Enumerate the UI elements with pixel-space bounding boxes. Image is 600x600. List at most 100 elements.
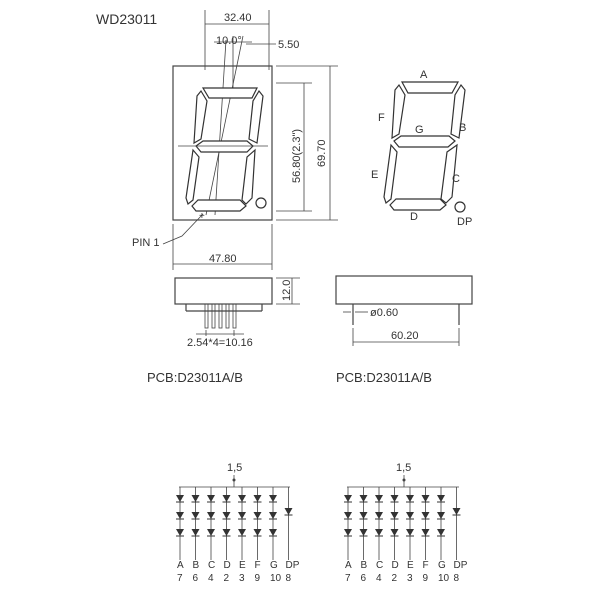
dim-angle: 10.0° bbox=[216, 35, 242, 47]
front-seg-a bbox=[201, 87, 258, 99]
left-pin-label: 8 bbox=[286, 573, 292, 584]
right-led-column-b bbox=[359, 487, 368, 560]
right-segment-label: C bbox=[376, 560, 383, 571]
left-segment-label: F bbox=[255, 560, 261, 571]
common-pins-right: 1,5 bbox=[396, 462, 411, 474]
seg-label-g: G bbox=[415, 124, 424, 136]
left-pin-label: 4 bbox=[208, 573, 214, 584]
right-led-column-g bbox=[437, 487, 445, 560]
end-body-outline bbox=[335, 275, 473, 305]
right-segment-label: B bbox=[361, 560, 368, 571]
left-segment-label: C bbox=[208, 560, 215, 571]
left-segment-label: A bbox=[177, 560, 184, 571]
led-diode-icon bbox=[421, 495, 430, 502]
right-pin-label: 2 bbox=[392, 573, 398, 584]
left-led-column-c bbox=[207, 487, 215, 560]
segment-view: A B C D E F G DP bbox=[371, 69, 472, 228]
led-diode-icon bbox=[269, 529, 277, 536]
side-view: 2.54*4=10.16 12.0 bbox=[174, 277, 300, 349]
front-seg-dp bbox=[255, 197, 267, 209]
pin1-label: PIN 1 bbox=[132, 237, 160, 249]
seg-dp bbox=[454, 201, 466, 213]
dim-top-width: 32.40 bbox=[224, 12, 252, 24]
dim-pin-diameter: ø0.60 bbox=[370, 307, 398, 319]
led-diode-icon bbox=[437, 512, 445, 519]
left-segment-label: E bbox=[239, 560, 246, 571]
side-body-outline bbox=[174, 277, 273, 305]
right-segment-label: E bbox=[407, 560, 414, 571]
dim-pitch: 2.54*4=10.16 bbox=[187, 337, 253, 349]
left-led-column-a bbox=[176, 487, 184, 560]
right-pin-label: 3 bbox=[407, 573, 413, 584]
led-diode-icon bbox=[222, 512, 231, 519]
seg-d bbox=[389, 198, 447, 211]
led-diode-icon bbox=[344, 529, 352, 536]
seg-label-dp: DP bbox=[457, 216, 472, 228]
seg-label-a: A bbox=[420, 69, 428, 81]
led-diode-icon bbox=[359, 495, 368, 502]
led-diode-icon bbox=[375, 512, 383, 519]
circuit-diagram-left: 1,5 bbox=[176, 462, 293, 560]
pin1-marker: + bbox=[199, 211, 205, 222]
left-led-column-b bbox=[191, 487, 200, 560]
right-pin-label: 4 bbox=[376, 573, 382, 584]
led-diode-icon bbox=[253, 512, 262, 519]
led-diode-icon bbox=[390, 512, 399, 519]
dim-pin-span: 60.20 bbox=[391, 330, 419, 342]
led-diode-icon bbox=[176, 529, 184, 536]
right-led-column-dp bbox=[452, 487, 461, 560]
right-led-column-c bbox=[375, 487, 383, 560]
right-pin-label: 9 bbox=[423, 573, 429, 584]
led-diode-icon bbox=[406, 512, 414, 519]
led-diode-icon bbox=[421, 512, 430, 519]
led-diode-icon bbox=[359, 512, 368, 519]
left-segment-label: D bbox=[224, 560, 231, 571]
front-digit bbox=[178, 87, 268, 212]
led-diode-icon bbox=[421, 529, 430, 536]
front-view: 32.40 10.0° 5.50 56.80(2.3") 69.70 bbox=[132, 10, 338, 270]
led-diode-icon bbox=[207, 512, 215, 519]
led-diode-icon bbox=[437, 495, 445, 502]
led-diode-icon bbox=[406, 495, 414, 502]
led-diode-icon bbox=[269, 512, 277, 519]
dim-bottom-width: 47.80 bbox=[209, 253, 237, 265]
right-led-column-a bbox=[344, 487, 352, 560]
led-diode-icon bbox=[452, 508, 461, 515]
led-diode-icon bbox=[207, 495, 215, 502]
led-diode-icon bbox=[222, 529, 231, 536]
seg-f bbox=[391, 83, 406, 140]
left-led-column-d bbox=[222, 487, 231, 560]
led-diode-icon bbox=[284, 508, 293, 515]
side-pins bbox=[204, 303, 237, 329]
led-diode-icon bbox=[375, 495, 383, 502]
right-segment-label: G bbox=[438, 560, 446, 571]
seg-label-e: E bbox=[371, 169, 378, 181]
part-number-title: WD23011 bbox=[96, 11, 157, 27]
left-led-column-dp bbox=[284, 487, 293, 560]
led-diode-icon bbox=[437, 529, 445, 536]
seg-a bbox=[400, 81, 460, 94]
led-diode-icon bbox=[176, 495, 184, 502]
left-pin-label: 3 bbox=[239, 573, 245, 584]
front-seg-g bbox=[195, 140, 254, 153]
led-diode-icon bbox=[390, 529, 399, 536]
circuit-diagram-right: 1,5 bbox=[344, 462, 461, 560]
dim-depth: 12.0 bbox=[281, 280, 293, 301]
left-segment-label: G bbox=[270, 560, 278, 571]
led-diode-icon bbox=[375, 529, 383, 536]
led-diode-icon bbox=[238, 512, 246, 519]
right-pin-label: 6 bbox=[361, 573, 367, 584]
left-pin-label: 9 bbox=[255, 573, 261, 584]
led-diode-icon bbox=[191, 529, 200, 536]
pcb-label-left: PCB:D23011A/B bbox=[147, 370, 243, 385]
led-diode-icon bbox=[207, 529, 215, 536]
seg-b bbox=[450, 83, 466, 139]
seg-e bbox=[383, 143, 398, 205]
front-seg-d bbox=[191, 199, 247, 212]
led-diode-icon bbox=[253, 529, 262, 536]
left-segment-label: B bbox=[193, 560, 200, 571]
end-view: ø0.60 60.20 bbox=[335, 275, 473, 346]
right-led-column-e bbox=[406, 487, 414, 560]
